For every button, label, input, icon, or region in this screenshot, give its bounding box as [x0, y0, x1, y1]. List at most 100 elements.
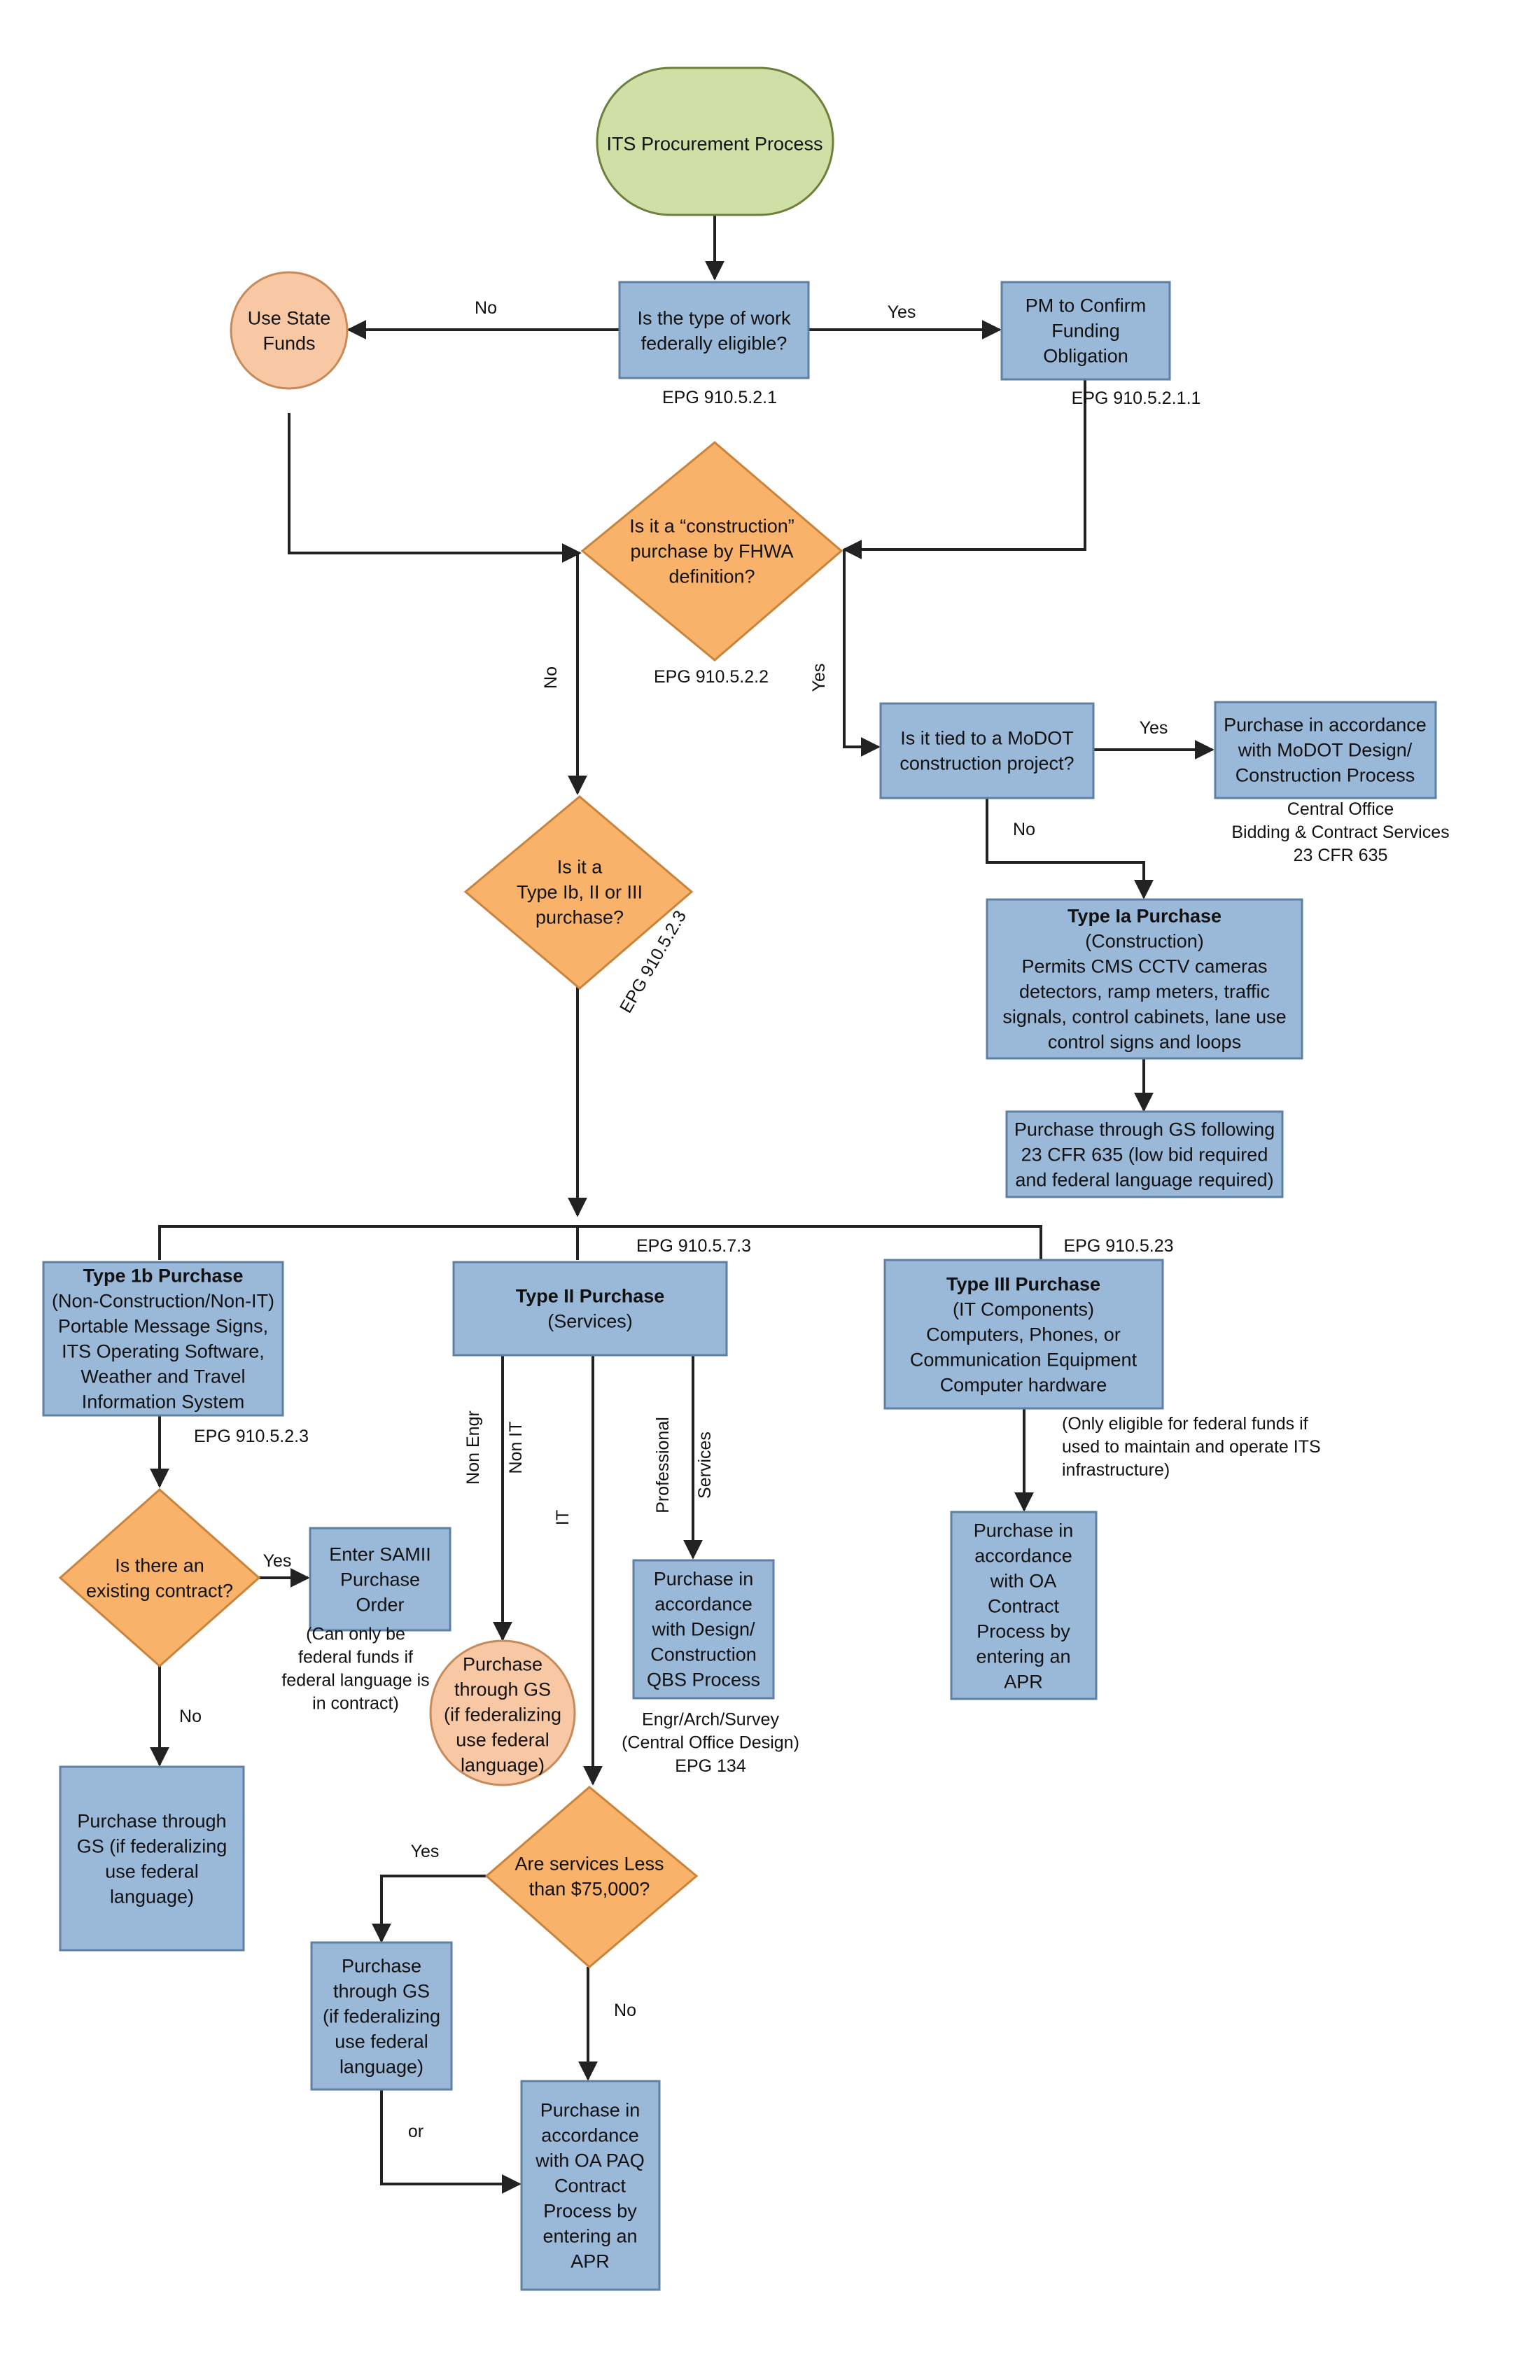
gs-nonengr-text-line: language) — [461, 1754, 545, 1775]
gs-635-text-line: Purchase through GS following — [1014, 1119, 1275, 1140]
note-qbs-line: (Central Office Design) — [622, 1732, 799, 1752]
oa-contract-text-line: Process by — [976, 1620, 1070, 1642]
connectors — [150, 215, 1214, 2194]
gs-nonengr-text-line: use federal — [456, 1729, 550, 1750]
gs-nonengr-text-line: Purchase — [463, 1653, 542, 1674]
type-decision-text: Is it a Type Ib, II or III purchase? — [517, 857, 643, 928]
gs-635-text-line: and federal language required) — [1015, 1170, 1273, 1191]
label-no-state: No — [475, 298, 497, 318]
type-ia-text-line: signals, control cabinets, lane use — [1002, 1007, 1286, 1028]
ref-epg-type-iii: EPG 910.5.23 — [1063, 1236, 1173, 1256]
gs-lt75-text-line: language) — [340, 2056, 424, 2077]
label-yes-construction: Yes — [809, 664, 829, 692]
note-samii-line: (Can only be — [306, 1624, 405, 1644]
tied-decision-text-line: Is it tied to a MoDOT — [900, 728, 1074, 749]
label-no-existing: No — [179, 1707, 202, 1726]
note-central-office-line: Central Office — [1287, 799, 1394, 819]
label-professional: Professional — [653, 1417, 673, 1513]
oa-paq-text-line: Purchase in — [540, 2099, 640, 2120]
type-ii-text-line: (Services) — [547, 1311, 633, 1332]
oa-paq-text-line: APR — [570, 2250, 610, 2272]
type-ia-text-line: control signs and loops — [1048, 1032, 1241, 1053]
label-non-engr: Non Engr — [463, 1410, 483, 1485]
type-ii-box: Type II Purchase (Services) — [452, 1261, 728, 1357]
type-ia-text-line: detectors, ramp meters, traffic — [1019, 981, 1270, 1002]
type-ii-text-line: Type II Purchase — [516, 1286, 665, 1307]
arrow-services-to-gs-lt75 — [372, 1875, 486, 1943]
label-yes-existing: Yes — [263, 1551, 292, 1571]
gs-1b-text-line: language) — [110, 1886, 194, 1907]
oa-paq-text-line: accordance — [541, 2124, 639, 2146]
type-ia-text-line: Permits CMS CCTV cameras — [1021, 956, 1267, 977]
type-decision-text-line: Is it a — [557, 857, 603, 878]
type-1b-text-line: ITS Operating Software, — [62, 1341, 265, 1362]
type-decision-text-line: Type Ib, II or III — [517, 882, 643, 903]
start-terminal: ITS Procurement Process — [596, 66, 834, 216]
label-yes-eligible: Yes — [888, 302, 916, 322]
type-iii-text-line: Type III Purchase — [946, 1274, 1100, 1295]
oa-contract-text-line: entering an — [976, 1646, 1070, 1667]
note-central-office-line: Bidding & Contract Services — [1231, 822, 1449, 842]
tied-decision: Is it tied to a MoDOT construction projec… — [879, 702, 1095, 799]
type-1b-text-line: Portable Message Signs, — [58, 1316, 268, 1337]
ref-epg-construction: EPG 910.5.2.2 — [654, 667, 769, 687]
label-yes-services: Yes — [411, 1842, 440, 1861]
type-decision-text-line: purchase? — [536, 907, 624, 928]
oa-contract-text-line: with OA — [990, 1570, 1057, 1591]
arrow-construction-to-tied — [843, 550, 881, 757]
oa-contract-text-line: Purchase in — [974, 1520, 1074, 1541]
arrow-tied-to-type-ia — [986, 797, 1154, 899]
arrow-pm-to-construction — [842, 379, 1086, 559]
note-type-iii-line: (Only eligible for federal funds if — [1062, 1414, 1308, 1434]
start-terminal-text-line: ITS Procurement Process — [606, 133, 822, 154]
tied-decision-text-line: construction project? — [899, 753, 1074, 774]
gs-635-text: Purchase through GS following 23 CFR 635 … — [1014, 1119, 1275, 1191]
label-no-services: No — [614, 2001, 636, 2020]
gs-635-text-line: 23 CFR 635 (low bid required — [1021, 1144, 1268, 1166]
qbs-text-line: Construction — [650, 1644, 757, 1665]
note-samii-line: in contract) — [312, 1693, 399, 1713]
note-qbs-line: Engr/Arch/Survey — [642, 1709, 779, 1729]
ref-epg-eligible: EPG 910.5.2.1 — [662, 388, 777, 407]
eligible-decision-text-line: Is the type of work — [637, 307, 791, 328]
type-1b-text-line: Information System — [82, 1392, 245, 1413]
ref-epg-type-ii: EPG 910.5.7.3 — [636, 1236, 751, 1256]
oa-contract-text-line: APR — [1004, 1671, 1043, 1692]
type-iii-text: Type III Purchase(IT Components)Computer… — [910, 1274, 1138, 1396]
type-iii-text-line: (IT Components) — [953, 1299, 1094, 1320]
type-1b-text-line: (Non-Construction/Non-IT) — [52, 1291, 274, 1312]
arrow-use-state-to-construction — [288, 413, 582, 563]
pm-confirm-text-line: PM to Confirm — [1026, 295, 1147, 316]
modot-design-process-text-line: with MoDOT Design/ — [1238, 740, 1413, 761]
note-samii-line: federal language is — [281, 1670, 429, 1690]
oa-paq-text-line: Contract — [554, 2175, 626, 2196]
existing-contract-decision-text-line: Is there an — [115, 1555, 204, 1576]
note-central-office-line: 23 CFR 635 — [1294, 846, 1388, 865]
samii-text-line: Order — [356, 1594, 404, 1615]
label-services: Services — [695, 1432, 715, 1499]
oa-contract-text-line: accordance — [974, 1545, 1072, 1566]
services-decision-text-line: than $75,000? — [529, 1878, 650, 1899]
qbs-text-line: QBS Process — [647, 1669, 760, 1690]
